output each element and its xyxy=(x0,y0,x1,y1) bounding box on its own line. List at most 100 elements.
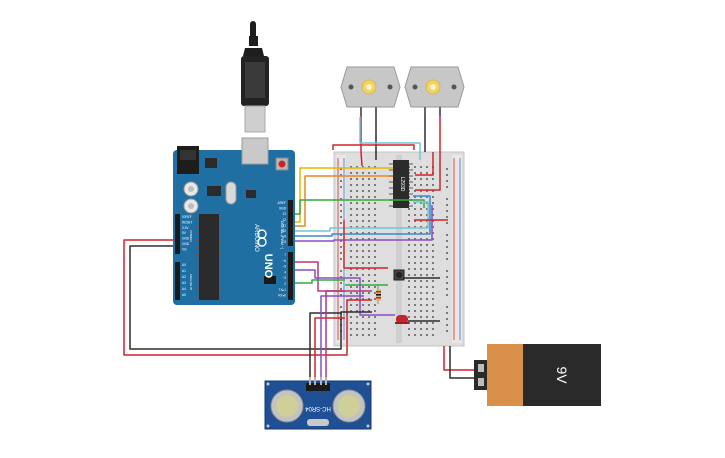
breadboard-hole[interactable] xyxy=(414,238,416,240)
breadboard-hole[interactable] xyxy=(374,328,376,330)
breadboard-hole[interactable] xyxy=(374,190,376,192)
breadboard-hole[interactable] xyxy=(426,250,428,252)
breadboard-hole[interactable] xyxy=(356,226,358,228)
motor-driver-chip[interactable]: L293D xyxy=(389,160,413,208)
breadboard-hole[interactable] xyxy=(426,256,428,258)
breadboard-hole[interactable] xyxy=(420,292,422,294)
rail-hole[interactable] xyxy=(340,198,342,200)
breadboard-hole[interactable] xyxy=(426,322,428,324)
breadboard-hole[interactable] xyxy=(356,172,358,174)
breadboard-hole[interactable] xyxy=(414,256,416,258)
breadboard-hole[interactable] xyxy=(356,196,358,198)
breadboard-hole[interactable] xyxy=(350,202,352,204)
breadboard-hole[interactable] xyxy=(408,310,410,312)
breadboard-hole[interactable] xyxy=(408,286,410,288)
breadboard-hole[interactable] xyxy=(432,256,434,258)
breadboard-hole[interactable] xyxy=(362,250,364,252)
rail-hole[interactable] xyxy=(340,186,342,188)
rail-hole[interactable] xyxy=(446,252,448,254)
breadboard-hole[interactable] xyxy=(420,202,422,204)
breadboard-hole[interactable] xyxy=(426,310,428,312)
breadboard-hole[interactable] xyxy=(414,172,416,174)
breadboard-hole[interactable] xyxy=(420,274,422,276)
breadboard-hole[interactable] xyxy=(414,232,416,234)
breadboard-hole[interactable] xyxy=(420,310,422,312)
breadboard-hole[interactable] xyxy=(362,280,364,282)
breadboard-hole[interactable] xyxy=(426,244,428,246)
rail-hole[interactable] xyxy=(446,174,448,176)
breadboard-hole[interactable] xyxy=(356,238,358,240)
breadboard-hole[interactable] xyxy=(362,334,364,336)
rail-hole[interactable] xyxy=(446,216,448,218)
breadboard-hole[interactable] xyxy=(356,214,358,216)
breadboard-hole[interactable] xyxy=(432,214,434,216)
breadboard-hole[interactable] xyxy=(356,280,358,282)
breadboard-hole[interactable] xyxy=(420,304,422,306)
breadboard-hole[interactable] xyxy=(356,322,358,324)
breadboard-hole[interactable] xyxy=(426,292,428,294)
breadboard-hole[interactable] xyxy=(356,244,358,246)
breadboard-hole[interactable] xyxy=(414,310,416,312)
breadboard-hole[interactable] xyxy=(414,244,416,246)
breadboard-hole[interactable] xyxy=(362,220,364,222)
rail-hole[interactable] xyxy=(340,282,342,284)
breadboard-hole[interactable] xyxy=(414,274,416,276)
breadboard-hole[interactable] xyxy=(426,226,428,228)
breadboard-hole[interactable] xyxy=(374,172,376,174)
breadboard-hole[interactable] xyxy=(420,166,422,168)
breadboard-hole[interactable] xyxy=(350,178,352,180)
breadboard-hole[interactable] xyxy=(356,316,358,318)
rail-hole[interactable] xyxy=(446,324,448,326)
breadboard-hole[interactable] xyxy=(368,202,370,204)
breadboard-hole[interactable] xyxy=(374,220,376,222)
breadboard-hole[interactable] xyxy=(426,166,428,168)
breadboard-hole[interactable] xyxy=(420,334,422,336)
breadboard-hole[interactable] xyxy=(420,316,422,318)
breadboard-hole[interactable] xyxy=(414,328,416,330)
breadboard-hole[interactable] xyxy=(350,304,352,306)
breadboard-hole[interactable] xyxy=(362,190,364,192)
breadboard-hole[interactable] xyxy=(374,214,376,216)
breadboard-hole[interactable] xyxy=(408,268,410,270)
rail-hole[interactable] xyxy=(340,168,342,170)
breadboard-hole[interactable] xyxy=(362,196,364,198)
rail-hole[interactable] xyxy=(446,168,448,170)
breadboard-hole[interactable] xyxy=(408,328,410,330)
rail-hole[interactable] xyxy=(340,270,342,272)
breadboard-hole[interactable] xyxy=(350,244,352,246)
breadboard-hole[interactable] xyxy=(356,268,358,270)
rail-hole[interactable] xyxy=(446,180,448,182)
breadboard-hole[interactable] xyxy=(362,208,364,210)
breadboard-hole[interactable] xyxy=(356,274,358,276)
breadboard-hole[interactable] xyxy=(368,256,370,258)
breadboard-hole[interactable] xyxy=(432,250,434,252)
breadboard-hole[interactable] xyxy=(420,322,422,324)
breadboard-hole[interactable] xyxy=(350,190,352,192)
breadboard-hole[interactable] xyxy=(362,322,364,324)
breadboard-hole[interactable] xyxy=(420,178,422,180)
breadboard-hole[interactable] xyxy=(356,304,358,306)
breadboard-hole[interactable] xyxy=(374,184,376,186)
breadboard-hole[interactable] xyxy=(368,328,370,330)
breadboard-hole[interactable] xyxy=(350,310,352,312)
breadboard-hole[interactable] xyxy=(374,274,376,276)
breadboard-hole[interactable] xyxy=(426,286,428,288)
breadboard-hole[interactable] xyxy=(368,274,370,276)
breadboard-hole[interactable] xyxy=(426,196,428,198)
dc-motor-right[interactable] xyxy=(404,66,465,116)
breadboard-hole[interactable] xyxy=(414,184,416,186)
breadboard-hole[interactable] xyxy=(420,208,422,210)
breadboard-hole[interactable] xyxy=(356,208,358,210)
breadboard-hole[interactable] xyxy=(350,292,352,294)
breadboard-hole[interactable] xyxy=(368,310,370,312)
rail-hole[interactable] xyxy=(340,204,342,206)
breadboard-hole[interactable] xyxy=(414,250,416,252)
breadboard-hole[interactable] xyxy=(432,274,434,276)
breadboard-hole[interactable] xyxy=(374,166,376,168)
rail-hole[interactable] xyxy=(446,270,448,272)
breadboard-hole[interactable] xyxy=(426,178,428,180)
breadboard-hole[interactable] xyxy=(420,184,422,186)
rail-hole[interactable] xyxy=(340,180,342,182)
breadboard-hole[interactable] xyxy=(350,208,352,210)
breadboard-hole[interactable] xyxy=(374,202,376,204)
